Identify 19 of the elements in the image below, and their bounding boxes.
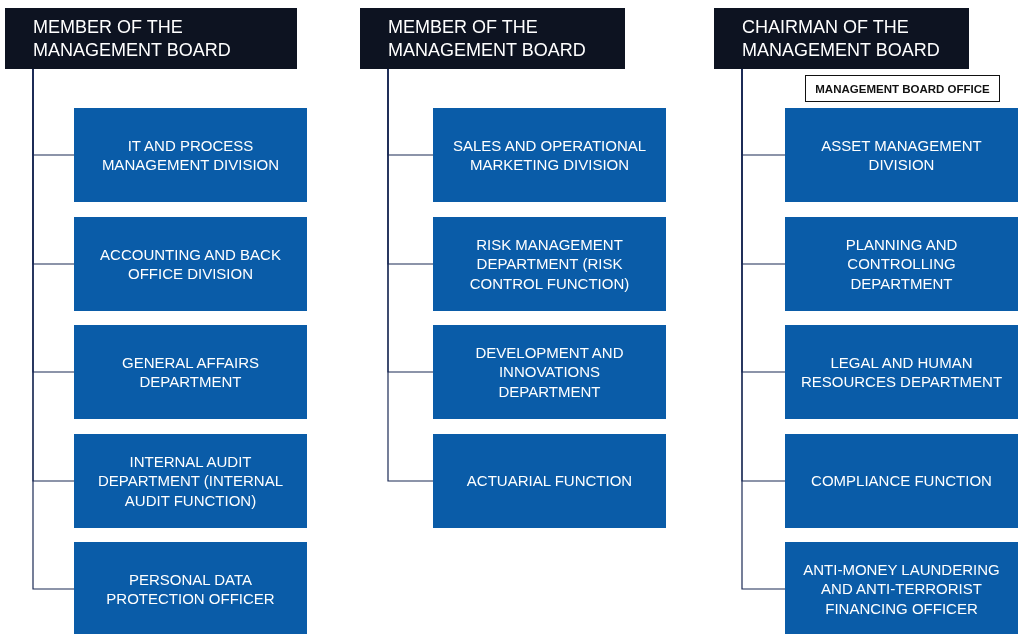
department-box: LEGAL AND HUMAN RESOURCES DEPARTMENT — [785, 325, 1018, 419]
office-box: MANAGEMENT BOARD OFFICE — [805, 75, 1000, 102]
department-box: RISK MANAGEMENT DEPARTMENT (RISK CONTROL FUNCTION) — [433, 217, 666, 311]
department-box: IT AND PROCESS MANAGEMENT DIVISION — [74, 108, 307, 202]
department-box: SALES AND OPERATIONAL MARKETING DIVISION — [433, 108, 666, 202]
department-box: ACTUARIAL FUNCTION — [433, 434, 666, 528]
title-box: MEMBER OF THE MANAGEMENT BOARD — [5, 8, 297, 69]
department-box: PERSONAL DATA PROTECTION OFFICER — [74, 542, 307, 634]
connector-line — [387, 68, 434, 482]
department-box: ANTI-MONEY LAUNDERING AND ANTI-TERRORIST FINANCING OFFICER — [785, 542, 1018, 634]
department-box: ACCOUNTING AND BACK OFFICE DIVISION — [74, 217, 307, 311]
department-box: PLANNING AND CONTROLLING DEPARTMENT — [785, 217, 1018, 311]
title-box: MEMBER OF THE MANAGEMENT BOARD — [360, 8, 625, 69]
department-box: COMPLIANCE FUNCTION — [785, 434, 1018, 528]
title-box: CHAIRMAN OF THE MANAGEMENT BOARD — [714, 8, 969, 69]
department-box: ASSET MANAGEMENT DIVISION — [785, 108, 1018, 202]
department-box: DEVELOPMENT AND INNOVATIONS DEPARTMENT — [433, 325, 666, 419]
department-box: GENERAL AFFAIRS DEPARTMENT — [74, 325, 307, 419]
department-box: INTERNAL AUDIT DEPARTMENT (INTERNAL AUDIT FUNCTION) — [74, 434, 307, 528]
